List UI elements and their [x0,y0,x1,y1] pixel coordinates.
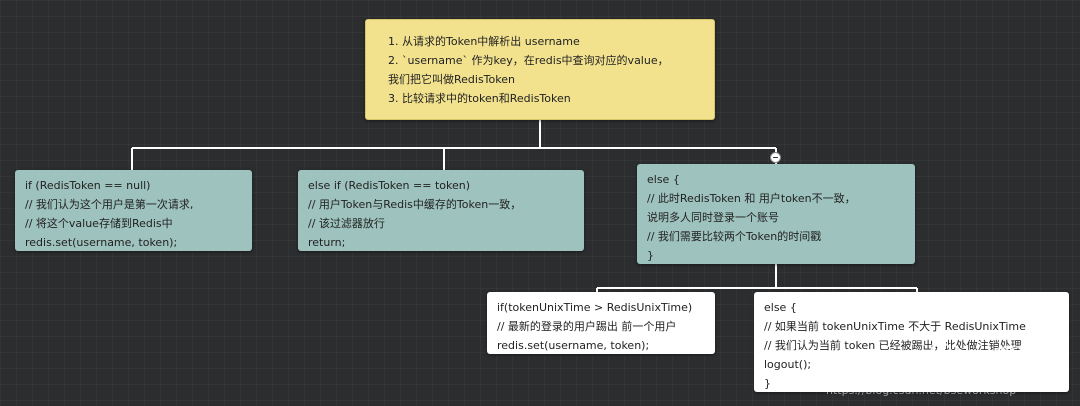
branch-null-line-2: // 我们认为这个用户是第一次请求, [25,198,194,211]
branch-null-line-4: redis.set(username, token); [25,236,178,249]
collapse-toggle-icon[interactable] [770,152,781,163]
sub-newer-line-2: // 最新的登录的用户踢出 前一个用户 [497,320,677,333]
sub-newer-line-1: if(tokenUnixTime > RedisUnixTime) [497,301,693,314]
root-line-2: 2. `username` 作为key，在redis中查询对应的value， [388,54,669,67]
watermark-url: https://blog.csdn.net/bseworkshop [826,384,1017,397]
branch-node-equal[interactable]: else if (RedisToken == token) // 用户Token… [298,170,584,251]
branch-null-line-1: if (RedisToken == null) [25,179,151,192]
watermark-brand: Java知音 [954,344,1033,365]
branch-else-line-3: 说明多人同时登录一个账号 [647,211,779,224]
branch-node-null[interactable]: if (RedisToken == null) // 我们认为这个用户是第一次请… [15,170,252,251]
sub-older-line-3: // 我们认为当前 token 已经被踢出，此处做注销处理 [764,339,1022,352]
branch-else-line-2: // 此时RedisToken 和 用户token不一致， [647,192,856,205]
sub-older-line-4: logout(); [764,358,812,371]
branch-else-line-4: // 我们需要比较两个Token的时间戳 [647,230,822,243]
root-line-4: 3. 比较请求中的token和RedisToken [388,92,571,105]
watermark-logo-icon [930,342,952,364]
root-line-3: 我们把它叫做RedisToken [388,73,515,86]
branch-null-line-3: // 将这个value存储到Redis中 [25,217,173,230]
branch-equal-line-2: // 用户Token与Redis中缓存的Token一致， [308,198,522,211]
branch-node-else[interactable]: else { // 此时RedisToken 和 用户token不一致， 说明多… [637,164,915,264]
sub-older-line-2: // 如果当前 tokenUnixTime 不大于 RedisUnixTime [764,320,1026,333]
root-node[interactable]: 1. 从请求的Token中解析出 username 2. `username` … [365,19,715,120]
branch-equal-line-3: // 该过滤器放行 [308,217,385,230]
branch-equal-line-1: else if (RedisToken == token) [308,179,470,192]
sub-newer-line-3: redis.set(username, token); [497,339,650,352]
branch-else-line-5: } [647,249,654,262]
sub-older-line-5: } [764,377,771,390]
root-line-1: 1. 从请求的Token中解析出 username [388,35,580,48]
sub-node-older[interactable]: else { // 如果当前 tokenUnixTime 不大于 RedisUn… [754,292,1069,392]
sub-older-line-1: else { [764,301,797,314]
sub-node-newer[interactable]: if(tokenUnixTime > RedisUnixTime) // 最新的… [487,292,715,354]
branch-equal-line-4: return; [308,236,346,249]
branch-else-line-1: else { [647,173,680,186]
